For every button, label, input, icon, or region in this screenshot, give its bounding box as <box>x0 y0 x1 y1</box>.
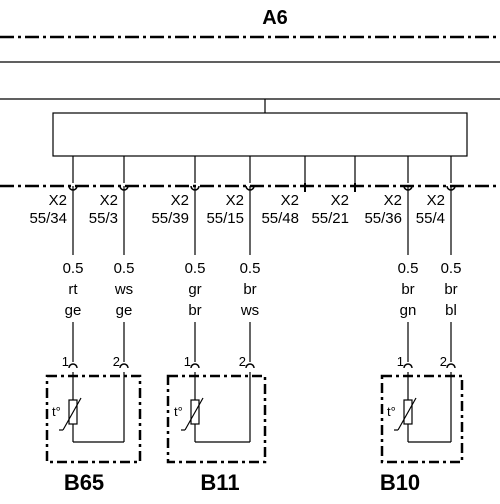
wire-gauge: 0.5 <box>240 260 261 277</box>
temperature-symbol: t° <box>52 404 61 419</box>
connector-pin: 55/34 <box>29 210 67 227</box>
wire-gauge: 0.5 <box>114 260 135 277</box>
connector-id: X2 <box>100 192 118 209</box>
connector-pin: 55/15 <box>206 210 244 227</box>
wire-label-group: 0.5 rt ge 0.5 ws ge 0.5 gr br 0.5 br ws 0.5 br gn 0.5 br… <box>63 192 462 369</box>
connector-pin: 55/3 <box>89 210 118 227</box>
sensor-socket <box>446 363 456 369</box>
connector-id: X2 <box>331 192 349 209</box>
wire-gauge: 0.5 <box>441 260 462 277</box>
wire-color-2: ws <box>240 302 259 319</box>
component-name: B11 <box>200 470 239 495</box>
wire-color-1: ws <box>114 281 133 298</box>
wire-gauge: 0.5 <box>63 260 84 277</box>
sensor-boundary <box>45 374 142 464</box>
control-unit-box <box>52 112 468 157</box>
sensor-pin-2: 2 <box>440 354 447 369</box>
sensor-boundary <box>166 374 267 464</box>
thermistor-slash <box>62 397 82 431</box>
wire-color-1: br <box>444 281 457 298</box>
connector-pin: 55/4 <box>416 210 445 227</box>
connector-id: X2 <box>171 192 189 209</box>
connector-pin: 55/21 <box>311 210 349 227</box>
connector-pin: 55/36 <box>364 210 402 227</box>
wire-color-1: br <box>243 281 256 298</box>
sensor-pin-2: 2 <box>113 354 120 369</box>
connector-id: X2 <box>384 192 402 209</box>
sensor-pin-1: 1 <box>184 354 191 369</box>
wire-color-1: br <box>401 281 414 298</box>
thermistor-slash <box>397 397 417 431</box>
connector-id: X2 <box>427 192 445 209</box>
wire-gauge: 0.5 <box>185 260 206 277</box>
sensor-socket <box>119 363 129 369</box>
wire-color-2: ge <box>116 302 133 319</box>
sensor-socket <box>68 363 78 369</box>
connector-id: X2 <box>49 192 67 209</box>
sensor-pin-1: 1 <box>62 354 69 369</box>
wire-gauge: 0.5 <box>398 260 419 277</box>
sensor-group: 1 2 t° B65 1 2 t° B11 1 2 t° B10 <box>45 354 464 495</box>
connector-id: X2 <box>281 192 299 209</box>
wire-color-2: br <box>188 302 201 319</box>
wire-color-2: bl <box>445 302 457 319</box>
sensor-pin-2: 2 <box>239 354 246 369</box>
sensor-socket <box>190 363 200 369</box>
temperature-symbol: t° <box>387 404 396 419</box>
connector-group: X255/34X255/3X255/39X255/15X255/48X255/2… <box>29 156 456 227</box>
sensor-socket <box>403 363 413 369</box>
connector-id: X2 <box>226 192 244 209</box>
component-name: B10 <box>380 470 420 495</box>
thermistor-slash <box>184 397 204 431</box>
module-title: A6 <box>262 7 288 29</box>
wire-color-1: rt <box>68 281 78 298</box>
connector-pin: 55/48 <box>261 210 299 227</box>
wire-color-2: gn <box>400 302 417 319</box>
sensor-socket <box>245 363 255 369</box>
wire-color-2: ge <box>65 302 82 319</box>
sensor-boundary <box>380 374 464 464</box>
sensor-pin-1: 1 <box>397 354 404 369</box>
component-name: B65 <box>64 470 104 495</box>
temperature-symbol: t° <box>174 404 183 419</box>
connector-pin: 55/39 <box>151 210 189 227</box>
wire-color-1: gr <box>188 281 201 298</box>
